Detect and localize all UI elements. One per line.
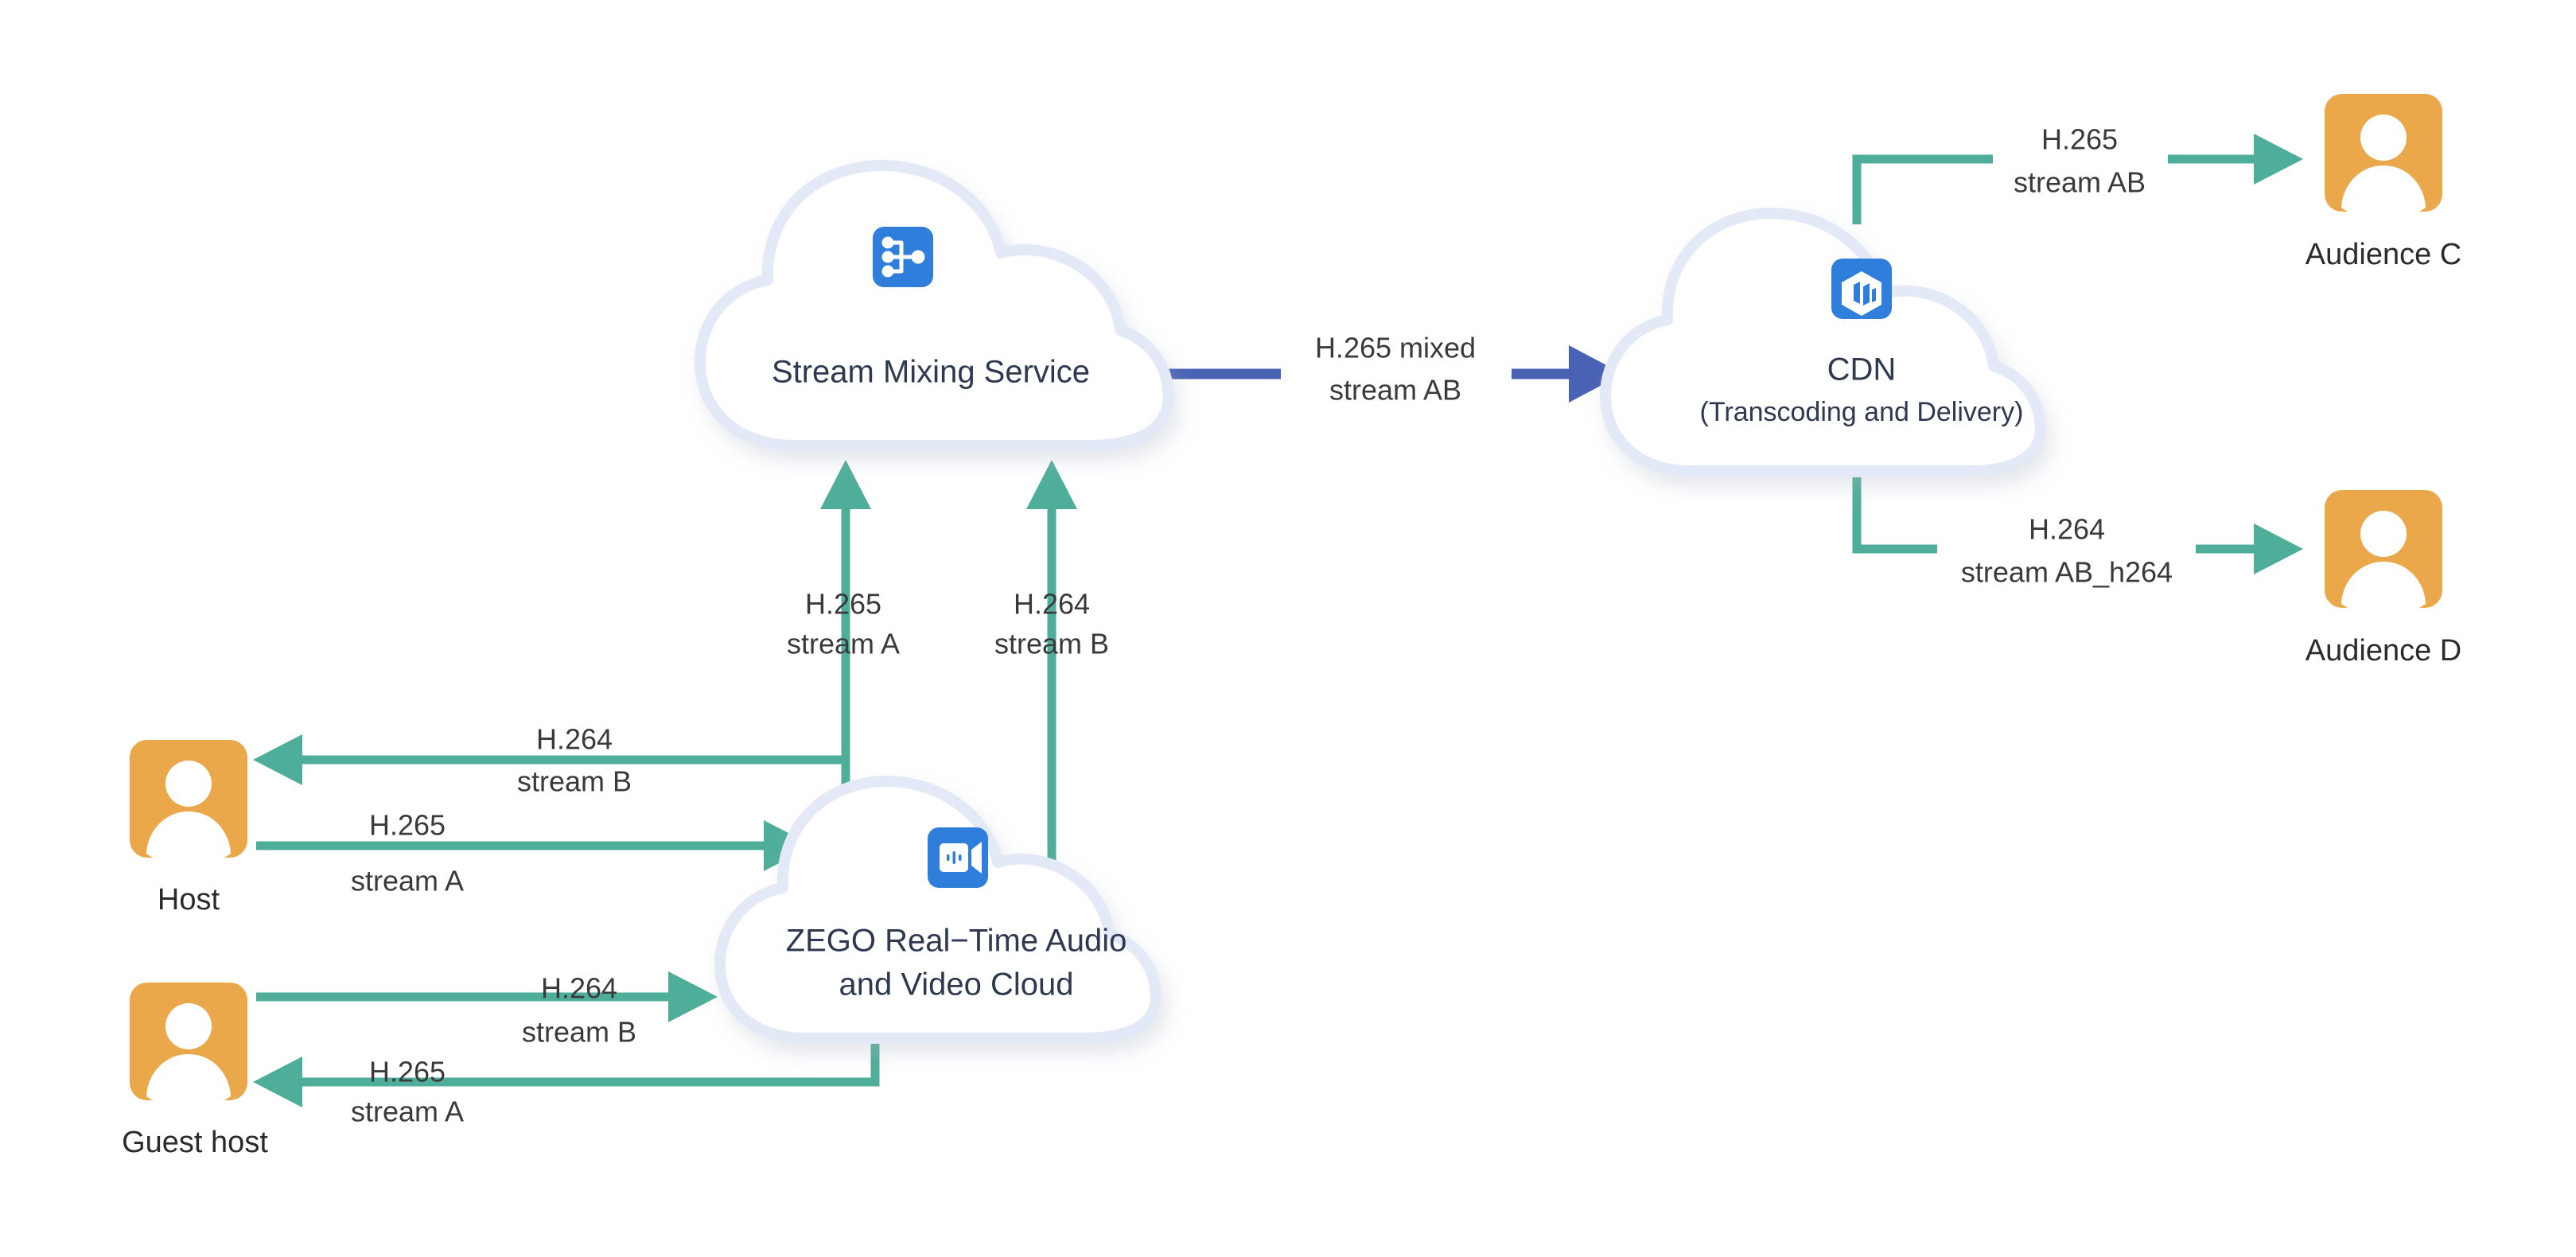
arrowhead-up-icon xyxy=(820,460,871,509)
edge-label-cdn-to-audience-c: H.265 stream AB xyxy=(2014,123,2146,199)
edge-label-cdn-to-audience-d: H.264 stream AB_h264 xyxy=(1961,513,2173,589)
edge-label-mix-input-b: H.264 stream B xyxy=(994,588,1109,660)
edge-label-guest-publish: H.264 stream B xyxy=(522,972,636,1049)
node-label-audience-c: Audience C xyxy=(2306,238,2461,271)
edge-label-line1: H.265 mixed xyxy=(1315,332,1476,364)
edge-label-line1: H.264 xyxy=(541,972,617,1005)
flow-guest-receive xyxy=(253,1038,880,1107)
edge-label-mixed-to-cdn: H.265 mixed stream AB xyxy=(1315,332,1476,407)
edge-label-line1: H.265 xyxy=(805,588,881,621)
edge-label-line1: H.264 xyxy=(536,723,613,756)
flow-host-publish xyxy=(256,820,813,871)
arrowhead-left-icon xyxy=(253,1057,302,1107)
node-label-guest-host: Guest host xyxy=(122,1126,268,1159)
node-label-audience-d: Audience D xyxy=(2306,634,2461,667)
edge-label-guest-receive: H.265 stream A xyxy=(351,1056,464,1128)
user-icon xyxy=(2341,115,2426,220)
edge-label-host-receive: H.264 stream B xyxy=(517,723,632,798)
edge-label-line2: stream A xyxy=(351,1095,464,1128)
edge-label-line2: stream AB xyxy=(1329,374,1461,407)
node-label-host: Host xyxy=(158,883,220,916)
edge-label-line2: stream B xyxy=(994,628,1109,660)
edge-label-line2: stream AB xyxy=(2014,166,2146,199)
arrowhead-right-icon xyxy=(2254,523,2303,574)
cloud-outline xyxy=(695,160,1174,451)
cloud-outline xyxy=(714,776,1162,1044)
node-audience-d[interactable]: Audience D xyxy=(2306,490,2461,667)
arrowhead-left-icon xyxy=(253,734,302,785)
node-audience-c[interactable]: Audience C xyxy=(2306,94,2461,271)
icon-glyph xyxy=(881,236,925,278)
cloud-stream-mixing-service[interactable]: Stream Mixing Service xyxy=(695,160,1174,451)
cloud-label-zego-line1: ZEGO Real−Time Audio xyxy=(786,924,1127,959)
cloud-label-zego-line2: and Video Cloud xyxy=(839,967,1073,1002)
icon-glyph xyxy=(940,842,982,874)
edge-label-line2: stream B xyxy=(517,765,632,798)
cloud-zego-rtc[interactable]: ZEGO Real−Time Audio and Video Cloud xyxy=(714,776,1162,1044)
node-guest-host[interactable]: Guest host xyxy=(122,983,268,1159)
user-icon xyxy=(146,761,231,866)
arrowhead-right-icon xyxy=(2254,134,2303,185)
flow-guest-publish xyxy=(256,971,718,1022)
edge-label-line1: H.265 xyxy=(2041,123,2118,156)
flow-mixed-to-cdn xyxy=(1168,345,1623,403)
edge-label-line1: H.264 xyxy=(2029,513,2105,546)
edge-label-line2: stream A xyxy=(787,628,900,660)
user-icon xyxy=(146,1003,231,1109)
edge-label-line1: H.265 xyxy=(369,809,446,842)
edge-label-line1: H.264 xyxy=(1014,588,1090,621)
arrowhead-up-icon xyxy=(1026,460,1077,509)
edge-label-mix-input-a: H.265 stream A xyxy=(787,588,900,660)
cloud-sublabel-cdn: (Transcoding and Delivery) xyxy=(1700,397,2024,427)
arrowhead-right-icon xyxy=(1569,345,1623,403)
user-icon xyxy=(2341,511,2426,617)
cdn-cube-icon xyxy=(1831,259,1892,319)
flow-line-elbow xyxy=(1852,477,1937,554)
flow-cdn-to-audience-d xyxy=(1852,477,2303,574)
edge-label-host-publish: H.265 stream A xyxy=(351,809,464,897)
cloud-outline xyxy=(1600,208,2046,477)
stream-mixing-icon xyxy=(873,227,933,287)
flow-line xyxy=(286,1038,880,1087)
cloud-cdn[interactable]: CDN (Transcoding and Delivery) xyxy=(1600,208,2046,477)
video-camera-icon xyxy=(928,827,988,888)
arrowhead-right-icon xyxy=(668,971,718,1022)
edge-label-line1: H.265 xyxy=(369,1056,446,1088)
flow-cdn-to-audience-c xyxy=(1852,134,2303,224)
icon-glyph xyxy=(1842,271,1881,316)
cloud-label-cdn: CDN xyxy=(1827,352,1897,387)
edge-label-line2: stream AB_h264 xyxy=(1961,556,2173,589)
node-host[interactable]: Host xyxy=(130,740,247,916)
flow-line-elbow xyxy=(1852,154,1993,224)
flow-host-receive xyxy=(253,734,846,785)
edge-label-line2: stream B xyxy=(522,1016,636,1049)
edge-label-line2: stream A xyxy=(351,865,464,897)
cloud-label-stream-mixing: Stream Mixing Service xyxy=(772,355,1090,390)
